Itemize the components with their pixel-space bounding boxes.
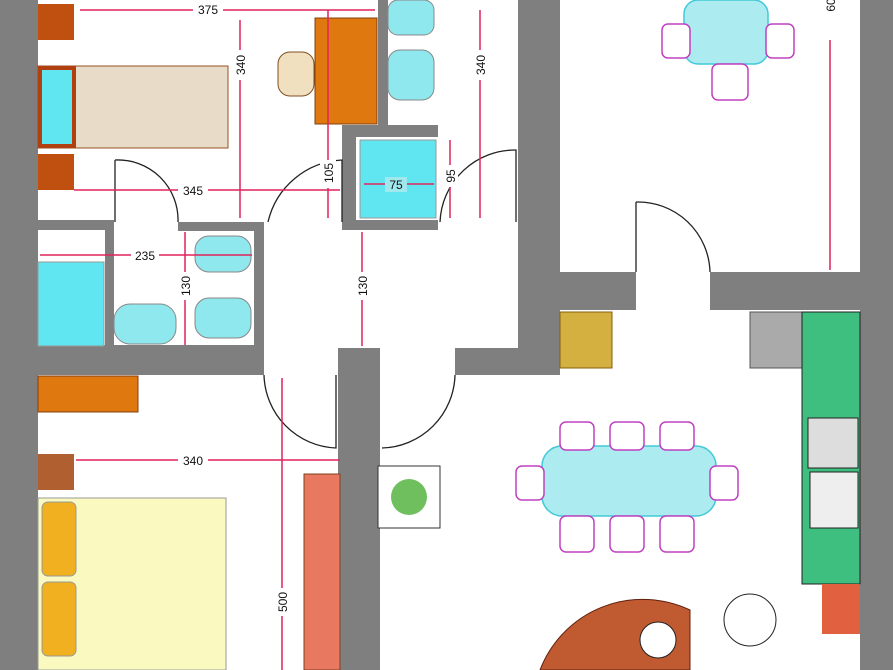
kitchen-cabinet — [822, 584, 860, 634]
door-corridor — [381, 374, 456, 449]
desk-chair — [277, 51, 315, 97]
bedroom-divider-wall — [38, 345, 264, 375]
wall-joint — [0, 275, 38, 300]
dim-label: 130 — [179, 276, 193, 296]
dim-label: 105 — [322, 163, 336, 183]
bath-wall-inner — [105, 220, 114, 345]
living-wall-right — [710, 272, 860, 310]
chair — [559, 421, 595, 451]
fridge — [749, 311, 803, 369]
dining-table-top — [683, 0, 769, 65]
bidet-top — [387, 0, 435, 36]
door-bedroom-bottom — [263, 374, 337, 449]
chair — [765, 23, 795, 59]
dim-label: 95 — [444, 169, 458, 183]
stove — [807, 417, 859, 469]
dining-table — [541, 445, 717, 517]
door-living — [635, 201, 711, 273]
right-outer-wall — [860, 0, 893, 670]
door-bathroom-top — [439, 149, 517, 223]
bath-wall-top — [38, 220, 114, 230]
chair — [661, 23, 691, 59]
plant-leaves — [391, 479, 427, 515]
center-wall — [518, 0, 560, 375]
shower-wall-left — [342, 125, 356, 230]
dim-label: 375 — [198, 3, 218, 17]
shower-tray-small — [37, 261, 105, 347]
shower-wall-bottom — [342, 220, 438, 230]
bath-top-wall — [378, 0, 388, 125]
nightstand-bottom-room — [38, 454, 74, 490]
corridor-wall — [338, 348, 380, 670]
dim-label: 340 — [183, 454, 203, 468]
dim-label: 340 — [234, 55, 248, 75]
sink-top — [387, 49, 435, 101]
shower-wall-top — [342, 125, 438, 137]
dim-label: 75 — [389, 178, 403, 192]
dim-label: 500 — [276, 592, 290, 612]
person-chair — [723, 593, 777, 647]
chair — [659, 421, 695, 451]
armchair-left — [559, 311, 613, 369]
toilet-small — [194, 235, 252, 273]
dim-label: 60 — [824, 0, 838, 12]
chair — [609, 421, 645, 451]
bidet-small — [194, 297, 252, 339]
dim-label: 235 — [135, 249, 155, 263]
dim-label: 130 — [356, 276, 370, 296]
door-bath-small — [114, 159, 179, 223]
chair — [659, 515, 695, 553]
bath2-wall-right — [254, 222, 264, 347]
nightstand-bottom — [38, 154, 74, 190]
dining-set-bottom — [515, 421, 739, 553]
pillow — [38, 66, 76, 148]
kitchen-sink — [809, 471, 859, 529]
chair — [559, 515, 595, 553]
chair — [709, 465, 739, 501]
living-wall-left — [560, 272, 636, 310]
chair — [515, 465, 545, 501]
person-on-sofa — [639, 621, 677, 659]
nightstand-top — [38, 4, 74, 40]
bedroom-wardrobe — [303, 473, 341, 670]
chair — [711, 63, 749, 101]
desk — [314, 17, 378, 125]
wardrobe — [37, 375, 139, 413]
dim-label: 345 — [183, 184, 203, 198]
dim-label: 340 — [474, 55, 488, 75]
corridor-wall-right — [455, 348, 525, 375]
chair — [609, 515, 645, 553]
dining-set-top — [661, 0, 795, 101]
pillow-left — [41, 501, 77, 577]
left-outer-wall — [0, 0, 38, 670]
sink-small — [113, 303, 177, 345]
dimension-labels: 375 340 340 60 345 105 75 95 235 130 130… — [131, 0, 838, 616]
pillow-right — [41, 581, 77, 657]
bath2-wall-top — [178, 222, 264, 231]
